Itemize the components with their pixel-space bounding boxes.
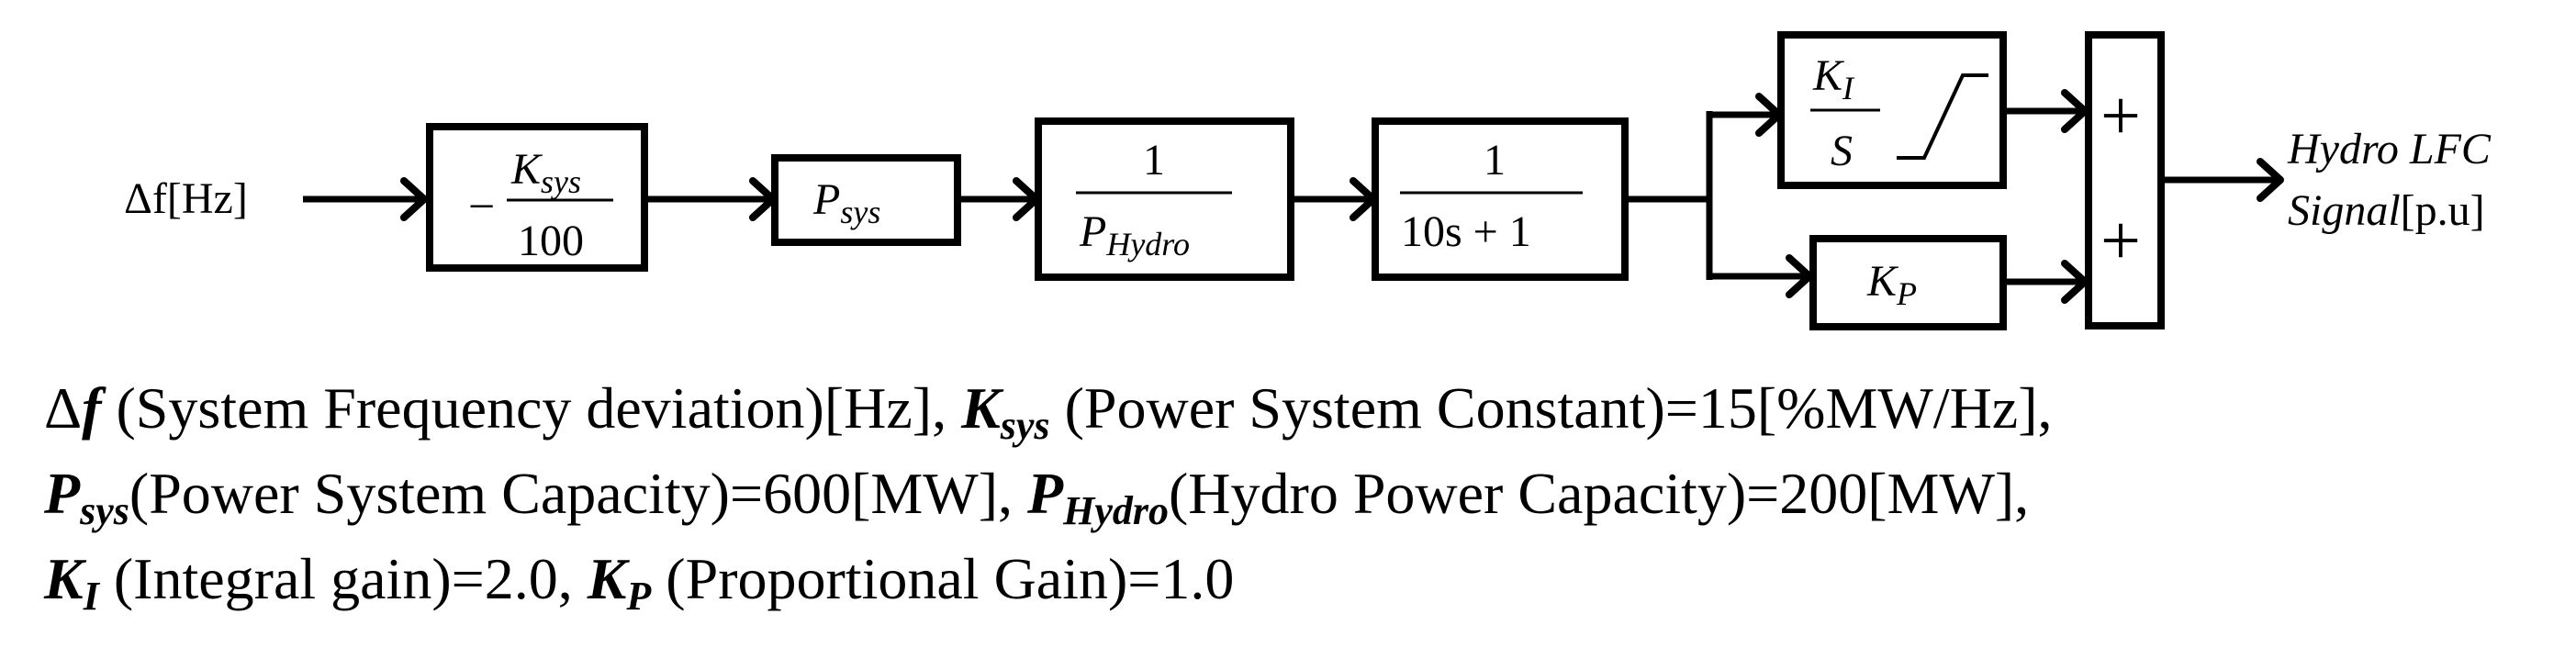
- lfc-block-diagram: Δf[Hz] − Ksys 100 Psys: [124, 31, 2492, 330]
- output-label-line2: Signal[p.u]: [2288, 186, 2485, 235]
- ksys-numerator: Ksys: [510, 145, 581, 200]
- integral-limiter-block: KI S: [1777, 31, 2007, 189]
- input-label: Δf[Hz]: [124, 174, 248, 223]
- svg-text:−: −: [468, 181, 495, 233]
- svg-text:Psys: Psys: [812, 175, 880, 230]
- svg-text:10s + 1: 10s + 1: [1401, 207, 1531, 256]
- inverse-hydro-capacity-block: 1 PHydro: [1035, 117, 1294, 281]
- svg-text:1: 1: [1143, 136, 1165, 184]
- parameter-legend: Δf (System Frequency deviation)[Hz], Ksy…: [44, 365, 2559, 621]
- legend-line-2: Psys(Power System Capacity)=600[MW], PHy…: [44, 461, 2030, 533]
- proportional-gain-block: KP: [1809, 235, 2007, 330]
- svg-text:KI: KI: [1812, 51, 1855, 106]
- plus-sign-bottom: +: [2100, 200, 2141, 280]
- psys-block: Psys: [771, 154, 961, 246]
- first-order-lag-block: 1 10s + 1: [1372, 117, 1629, 281]
- svg-text:PHydro: PHydro: [1079, 207, 1190, 262]
- svg-text:S: S: [1831, 127, 1853, 175]
- legend-line-3: KI (Integral gain)=2.0, KP (Proportional…: [44, 546, 1235, 619]
- system-constant-block: − Ksys 100: [426, 123, 648, 272]
- summing-junction-block: + +: [2085, 31, 2165, 329]
- svg-text:KP: KP: [1866, 257, 1917, 312]
- svg-text:1: 1: [1484, 136, 1506, 184]
- plus-sign-top: +: [2100, 75, 2141, 155]
- saturation-limiter-icon: [1897, 73, 1988, 160]
- legend-line-1: Δf (System Frequency deviation)[Hz], Ksy…: [44, 375, 2053, 448]
- gain-denominator: 100: [518, 217, 584, 265]
- output-label-line1: Hydro LFC: [2287, 125, 2492, 173]
